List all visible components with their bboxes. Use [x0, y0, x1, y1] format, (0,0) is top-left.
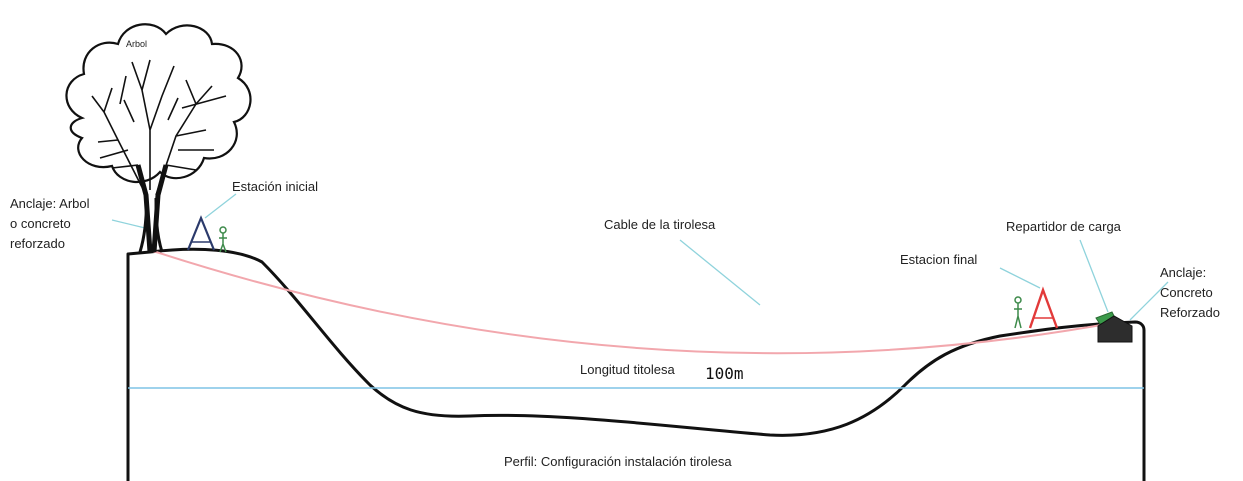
diagram-caption: Perfil: Configuración instalación tirole…: [504, 454, 732, 469]
person-icon: [219, 226, 227, 253]
load-distributor-label: Repartidor de carga: [1006, 219, 1122, 234]
concrete-block-icon: [1097, 315, 1133, 343]
length-label: Longitud titolesa: [580, 362, 675, 377]
person-icon: [1014, 296, 1022, 329]
leader-start-station: [204, 193, 237, 219]
anchor-right-line-2: Concreto: [1160, 285, 1213, 300]
leader-cable: [679, 239, 761, 306]
tree-icon: Arbol: [65, 23, 252, 253]
start-station-label: Estación inicial: [232, 179, 318, 194]
a-frame-station-icon: [1028, 286, 1059, 329]
end-station-label: Estacion final: [900, 252, 977, 267]
terrain-profile: [126, 247, 1146, 481]
anchor-right-label: Anclaje: Concreto Reforzado: [1160, 265, 1220, 320]
tree-label: Arbol: [126, 39, 147, 49]
leader-anchor-left: [111, 219, 146, 229]
anchor-right-line-1: Anclaje:: [1160, 265, 1206, 280]
anchor-left-line-2: o concreto: [10, 216, 71, 231]
leader-anchor-right: [1129, 281, 1169, 321]
anchor-left-line-3: reforzado: [10, 236, 65, 251]
length-value: 100m: [705, 364, 744, 383]
a-frame-station-icon: [186, 215, 216, 251]
leader-load-distributor: [1079, 239, 1109, 313]
zipline-cable: [149, 249, 1119, 355]
leader-end-station: [999, 267, 1041, 289]
anchor-left-label: Anclaje: Arbol o concreto reforzado: [10, 196, 93, 251]
anchor-right-line-3: Reforzado: [1160, 305, 1220, 320]
leader-lines: [111, 193, 1169, 321]
anchor-left-line-1: Anclaje: Arbol: [10, 196, 90, 211]
cable-label: Cable de la tirolesa: [604, 217, 716, 232]
